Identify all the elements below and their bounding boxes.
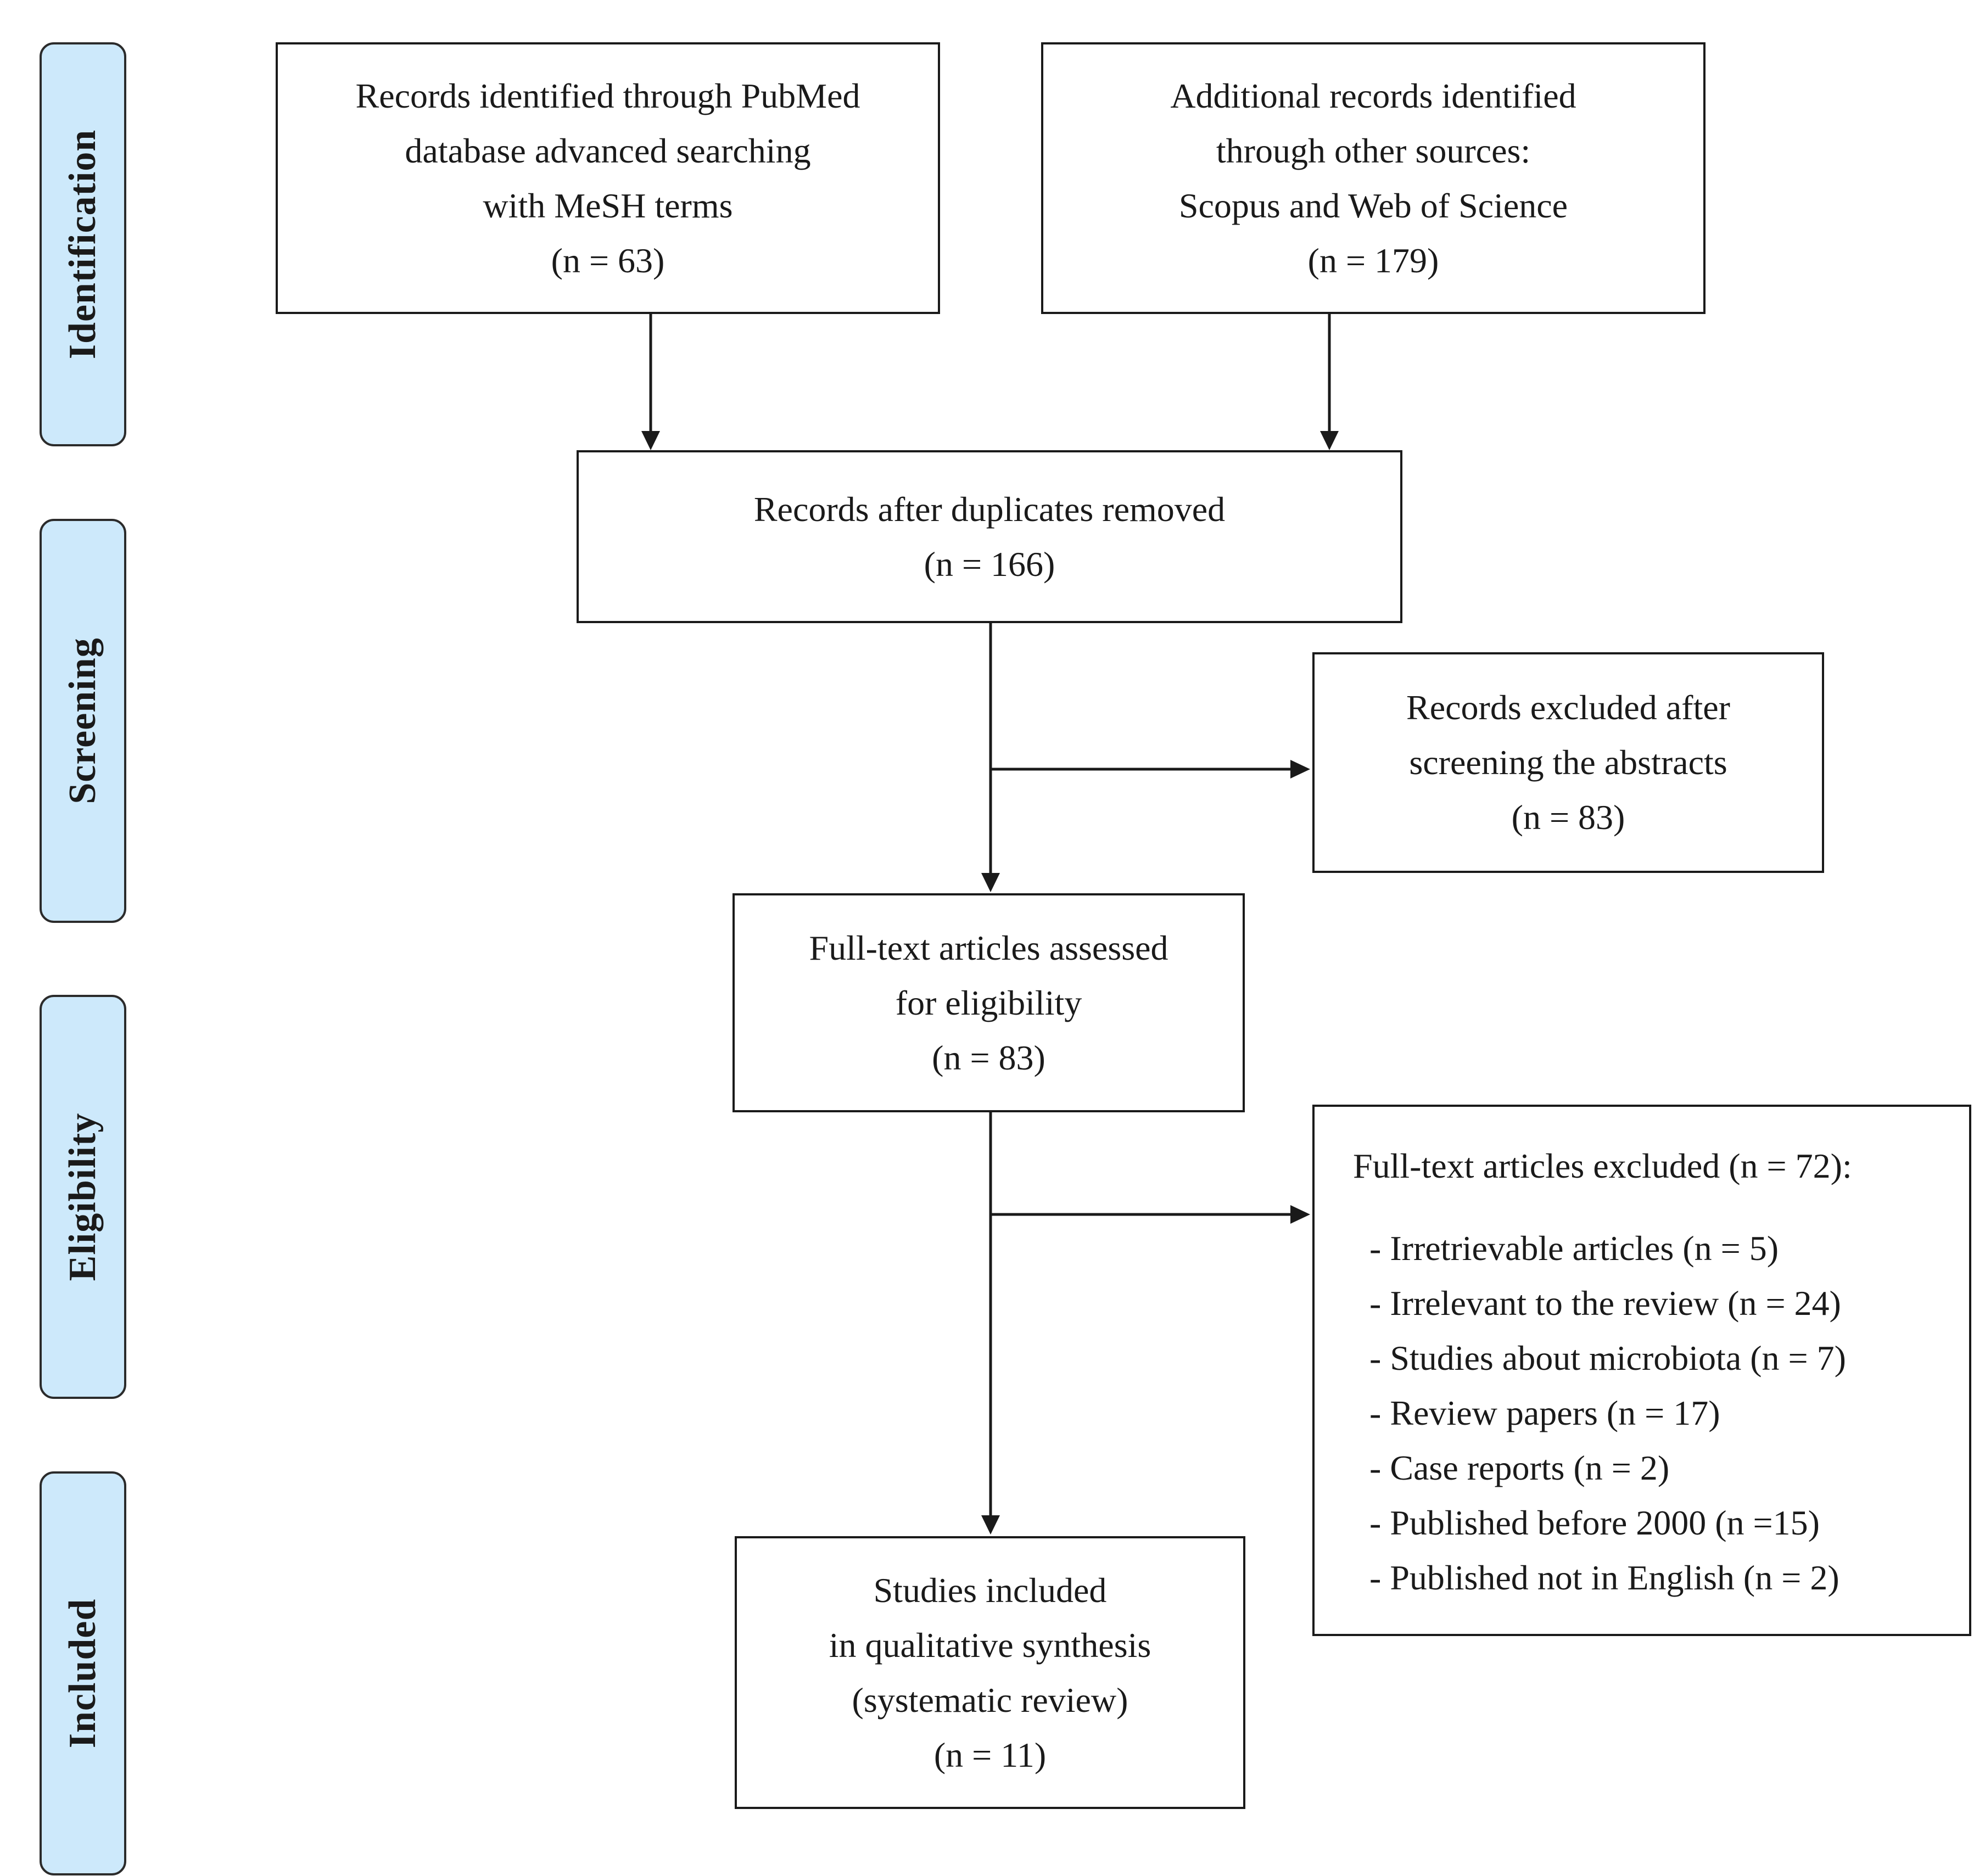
box-count: (n = 11): [933, 1735, 1047, 1774]
box-text-line: Records excluded after: [1406, 688, 1730, 727]
box-count: (n = 166): [924, 544, 1055, 584]
exclusion-reason: - Case reports (n = 2): [1369, 1448, 1670, 1487]
box-excluded-abstracts: Records excluded after screening the abs…: [1312, 652, 1824, 873]
box-text-line: Scopus and Web of Science: [1178, 186, 1568, 225]
box-duplicates-removed: Records after duplicates removed (n = 16…: [577, 450, 1402, 623]
exclusion-reason: - Irretrievable articles (n = 5): [1369, 1229, 1779, 1268]
box-text-line: in qualitative synthesis: [829, 1625, 1151, 1665]
box-text-line: screening the abstracts: [1409, 743, 1727, 782]
box-other-sources: Additional records identified through ot…: [1041, 42, 1706, 314]
box-text-line: Records after duplicates removed: [753, 489, 1226, 529]
box-fulltext-assessed: Full-text articles assessed for eligibil…: [733, 893, 1245, 1112]
box-fulltext-excluded: Full-text articles excluded (n = 72): - …: [1312, 1105, 1971, 1636]
box-count: (n = 63): [551, 240, 665, 280]
box-studies-included: Studies included in qualitative synthesi…: [735, 1536, 1245, 1809]
exclusion-reason: - Published before 2000 (n =15): [1369, 1503, 1820, 1542]
arrowhead-fulltext: [981, 873, 1000, 892]
arrowhead-other: [1320, 431, 1339, 450]
box-text-line: database advanced searching: [405, 131, 811, 170]
arrowhead-excluded-abstracts: [1290, 760, 1310, 779]
box-text-line: for eligibility: [895, 983, 1082, 1022]
phase-identification: Identification: [40, 42, 126, 446]
phase-eligibility: Eligibility: [40, 995, 126, 1399]
box-text-line: with MeSH terms: [483, 186, 733, 225]
arrowhead-included: [981, 1515, 1000, 1535]
box-text-line: through other sources:: [1216, 131, 1531, 170]
exclusion-reason: - Review papers (n = 17): [1369, 1393, 1720, 1432]
arrowhead-pubmed: [641, 431, 660, 450]
box-text-line: Studies included: [873, 1570, 1107, 1610]
box-text-line: Additional records identified: [1170, 76, 1576, 115]
box-count: (n = 83): [1511, 798, 1625, 837]
box-count: (n = 179): [1307, 240, 1439, 280]
box-text-line: Full-text articles assessed: [809, 928, 1168, 967]
box-pubmed-records: Records identified through PubMed databa…: [276, 42, 940, 314]
arrowhead-fulltext-excluded: [1290, 1205, 1310, 1224]
phase-screening: Screening: [40, 519, 126, 923]
exclusion-reason: - Published not in English (n = 2): [1369, 1558, 1839, 1597]
exclusion-heading: Full-text articles excluded (n = 72):: [1353, 1146, 1852, 1185]
exclusion-reason: - Irrelevant to the review (n = 24): [1369, 1284, 1841, 1323]
box-text-line: Records identified through PubMed: [355, 76, 860, 115]
box-count: (n = 83): [932, 1038, 1045, 1077]
exclusion-reason: - Studies about microbiota (n = 7): [1369, 1339, 1846, 1377]
box-text-line: (systematic review): [852, 1680, 1128, 1720]
phase-included: Included: [40, 1471, 126, 1875]
